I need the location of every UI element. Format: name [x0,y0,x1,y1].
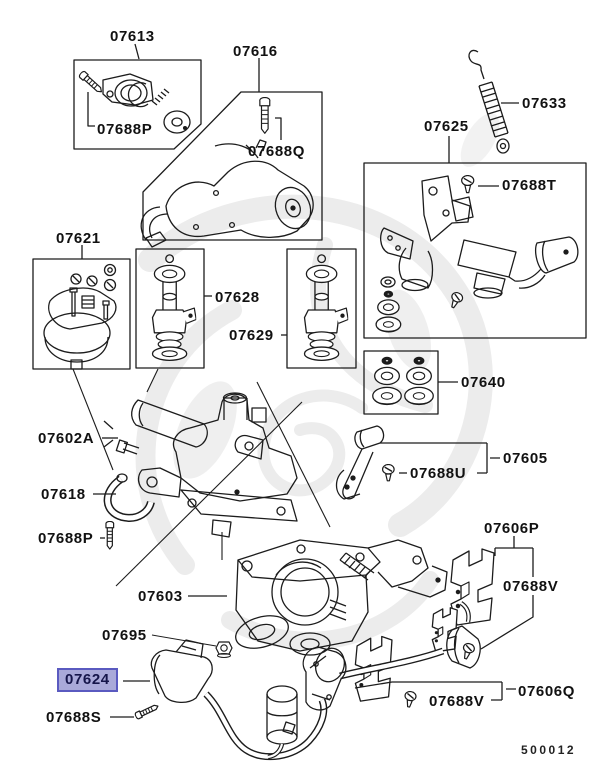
association-lines [73,369,330,586]
part-group-07605-bracket [337,426,501,499]
part-label-07688p-1[interactable]: 07688P [97,121,153,138]
part-group-07603-throttle-body [152,540,447,658]
part-label-07629[interactable]: 07629 [229,327,274,344]
bolt-icon-07688p-1 [77,69,105,96]
grommet-icon-07640-left [372,356,402,406]
screw-icon-07688u [381,464,395,482]
part-group-07633-spring [469,50,519,153]
screw-icon-07688t [460,175,475,194]
part-group-07621-actuator [33,245,130,369]
part-label-07621[interactable]: 07621 [56,230,101,247]
part-label-07688v-2[interactable]: 07688V [429,693,485,710]
part-group-07616-water-pump [141,58,322,247]
part-label-07688v-1[interactable]: 07688V [503,578,559,595]
part-label-07688s[interactable]: 07688S [46,709,102,726]
figure-code: 500012 [521,743,577,757]
part-label-07603[interactable]: 07603 [138,588,183,605]
part-label-07688p-2[interactable]: 07688P [38,530,94,547]
part-group-manifold [93,393,297,550]
part-label-07606p[interactable]: 07606P [484,520,540,537]
part-label-07640[interactable]: 07640 [461,374,506,391]
part-group-07606p-clips [354,536,533,709]
part-group-07640-grommets [364,351,458,414]
part-label-07628[interactable]: 07628 [215,289,260,306]
part-group-07625-assembly [364,136,586,338]
part-label-07616[interactable]: 07616 [233,43,278,60]
bolt-icon-07688s [133,702,160,720]
part-label-07688u[interactable]: 07688U [410,465,467,482]
part-label-07688t[interactable]: 07688T [502,177,557,194]
part-label-07625[interactable]: 07625 [424,118,469,135]
part-group-07613-thermostat [74,44,201,149]
part-label-07633[interactable]: 07633 [522,95,567,112]
part-label-07605[interactable]: 07605 [503,450,548,467]
nut-icon-07695 [215,641,233,658]
bolt-icon-07688q [259,97,271,135]
part-label-07613[interactable]: 07613 [110,28,155,45]
part-label-07606q[interactable]: 07606Q [518,683,575,700]
bolt-icon-07688p-2 [105,521,115,550]
part-label-07624-selected[interactable]: 07624 [57,668,118,692]
screw-icon-07688v-1 [459,641,477,662]
part-label-07688q[interactable]: 07688Q [248,143,305,160]
part-label-07695[interactable]: 07695 [102,627,147,644]
part-group-07629-injector [281,249,356,368]
screw-icon-07688v-2 [402,689,418,709]
part-label-07602a[interactable]: 07602A [38,430,95,447]
part-label-07618[interactable]: 07618 [41,486,86,503]
part-group-07628-injector [136,249,212,368]
part-group-07624-sensor-harness [110,603,480,757]
